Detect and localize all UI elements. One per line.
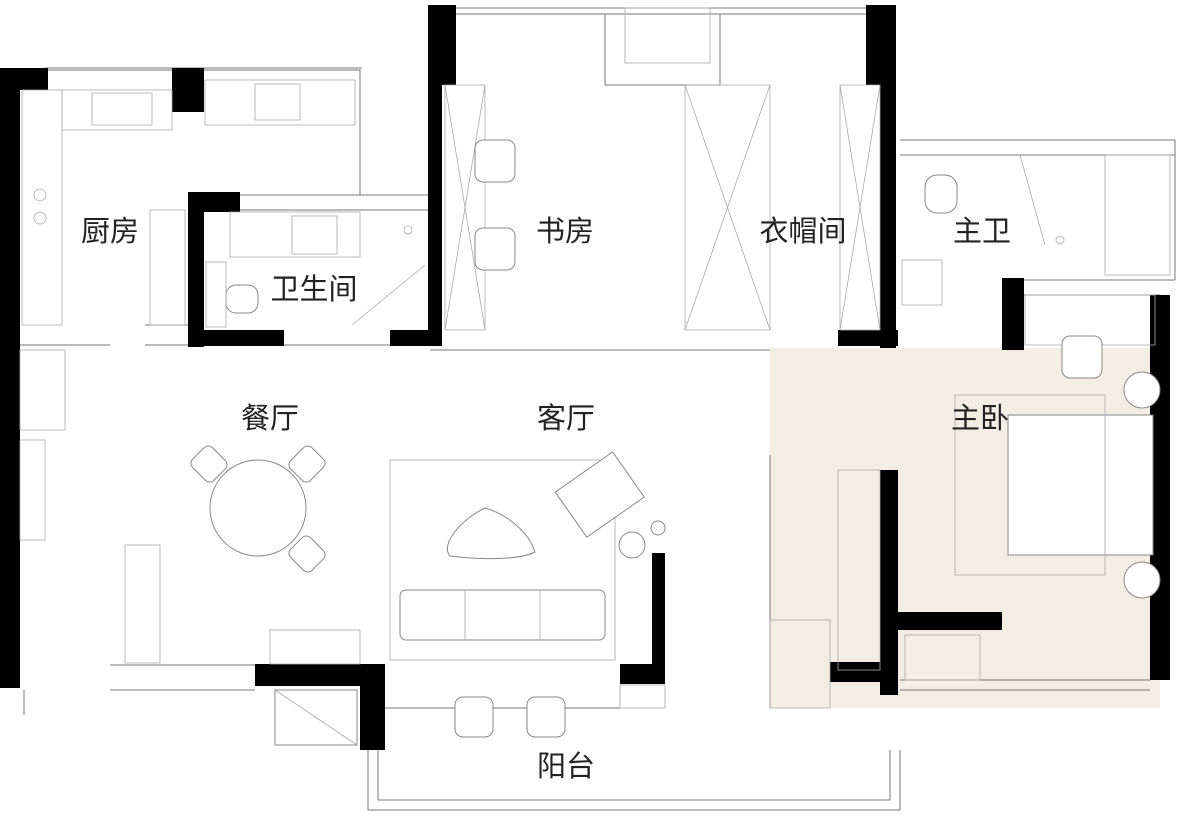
dining-furniture [19, 349, 361, 665]
room-label-living: 客厅 [537, 402, 595, 435]
master-bedroom-furniture [769, 294, 1161, 709]
master-bath-fixtures [901, 154, 1171, 306]
room-label-cloakroom: 衣帽间 [759, 215, 846, 248]
kitchen-fixtures [21, 79, 356, 326]
room-label-dining: 餐厅 [241, 402, 299, 435]
room-label-master-bath: 主卫 [953, 215, 1011, 248]
room-label-study: 书房 [536, 215, 594, 248]
room-label-balcony: 阳台 [537, 750, 595, 783]
room-label-kitchen: 厨房 [81, 215, 139, 248]
balcony-furniture [274, 684, 666, 746]
living-room-furniture [389, 451, 666, 661]
room-labels: 厨房 卫生间 书房 衣帽间 主卫 餐厅 客厅 主卧 阳台 [81, 215, 1011, 783]
bathroom-fixtures [205, 211, 426, 328]
study-fixtures [444, 7, 711, 331]
room-label-bathroom: 卫生间 [270, 273, 357, 306]
room-label-master-bedroom: 主卧 [951, 402, 1009, 435]
cloakroom-wardrobes [684, 84, 881, 331]
